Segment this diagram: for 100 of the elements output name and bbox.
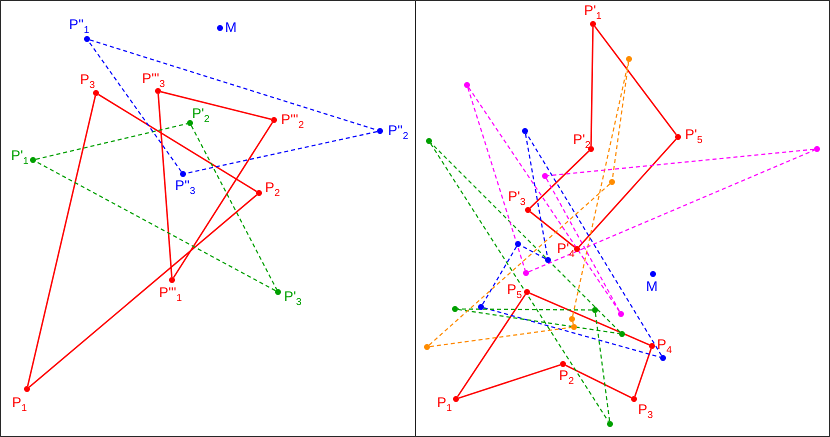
polygon-side <box>157 94 173 278</box>
polygon-side <box>458 364 560 399</box>
point-label: P'$_{5}$ <box>685 127 703 148</box>
polygon-side <box>590 26 594 146</box>
point-marker <box>626 56 632 62</box>
dashed-line <box>35 160 276 292</box>
dashed-line <box>186 131 378 174</box>
point-marker <box>560 361 566 367</box>
point-label: P''$_{3}$ <box>175 178 196 199</box>
dashed-line <box>528 150 814 272</box>
point-marker <box>426 138 432 144</box>
point-marker <box>464 82 470 88</box>
point-label: P$_{3}$ <box>80 72 95 93</box>
dashed-line <box>548 148 814 176</box>
point-marker <box>453 396 459 402</box>
point-label: P'''$_{3}$ <box>142 71 165 92</box>
dashed-line <box>484 307 660 358</box>
point-marker <box>424 344 430 350</box>
point-marker <box>675 134 681 140</box>
point-marker <box>650 271 656 277</box>
point-label: P$_{1}$ <box>437 395 452 416</box>
point-marker <box>515 241 521 247</box>
dashed-line <box>36 123 188 160</box>
point-marker <box>155 88 161 94</box>
point-label: P$_{5}$ <box>507 282 522 303</box>
point-marker <box>609 179 615 185</box>
point-marker <box>84 36 90 42</box>
dashed-line <box>526 133 662 356</box>
dashed-line <box>468 87 620 312</box>
point-marker <box>571 324 577 330</box>
polygon-side <box>565 364 632 398</box>
point-label: P$_{2}$ <box>265 180 280 201</box>
point-marker <box>525 207 531 213</box>
polygon-side <box>529 292 650 346</box>
point-marker <box>545 257 551 263</box>
point-label: M <box>646 279 658 293</box>
point-label: P'''$_{1}$ <box>159 285 182 306</box>
point-marker <box>24 386 30 392</box>
point-marker <box>93 90 99 96</box>
point-label: P''$_{2}$ <box>388 123 408 144</box>
point-marker <box>271 117 277 123</box>
point-marker <box>569 316 575 322</box>
point-label: M <box>225 20 237 34</box>
polygon-side <box>594 26 677 136</box>
point-marker <box>631 396 637 402</box>
dashed-line <box>458 308 592 311</box>
dashed-line <box>430 143 609 422</box>
point-marker <box>478 304 484 310</box>
point-marker <box>275 289 281 295</box>
dashed-line <box>428 184 610 346</box>
point-label: P$_{2}$ <box>559 368 574 389</box>
polygon-side <box>172 122 274 278</box>
polygon-side <box>530 211 576 248</box>
dashed-line <box>430 326 572 348</box>
dashed-line <box>520 244 546 260</box>
point-marker <box>524 289 530 295</box>
polygon-side <box>98 94 257 192</box>
polygon-side <box>26 96 96 386</box>
point-marker <box>649 343 655 349</box>
dashed-line <box>90 39 378 131</box>
point-marker <box>169 277 175 283</box>
point-marker <box>588 146 594 152</box>
dashed-line <box>458 308 620 334</box>
point-marker <box>590 21 596 27</box>
point-marker <box>592 307 598 313</box>
dashed-line <box>190 125 278 290</box>
point-label: P''$_{1}$ <box>69 17 90 38</box>
point-marker <box>660 355 666 361</box>
dashed-line <box>612 62 630 180</box>
dashed-line <box>88 41 182 172</box>
point-marker <box>523 270 529 276</box>
dashed-line <box>430 142 620 332</box>
polygon-side <box>28 194 258 388</box>
dashed-line <box>572 322 574 324</box>
point-marker <box>377 128 383 134</box>
point-marker <box>217 25 223 31</box>
dashed-line <box>546 178 620 312</box>
point-label: P$_{1}$ <box>12 395 27 416</box>
point-label: P'$_{3}$ <box>508 189 526 210</box>
dashed-line <box>594 312 610 422</box>
polygon-side <box>634 348 652 396</box>
point-label: P'$_{1}$ <box>584 3 602 24</box>
point-marker <box>542 173 548 179</box>
dashed-line <box>572 62 629 316</box>
point-label: P'$_{3}$ <box>284 289 302 310</box>
polygon-side <box>578 138 677 248</box>
point-label: P'''$_{2}$ <box>281 112 304 133</box>
point-marker <box>180 171 186 177</box>
point-label: P'$_{1}$ <box>11 148 29 169</box>
point-marker <box>452 306 458 312</box>
point-label: P$_{4}$ <box>657 337 672 358</box>
point-marker <box>522 128 528 134</box>
polygon-side <box>457 294 526 397</box>
polygon-side <box>160 91 272 120</box>
point-marker <box>607 421 613 427</box>
dashed-line <box>482 246 517 305</box>
point-marker <box>619 331 625 337</box>
point-label: P'$_{2}$ <box>192 106 210 127</box>
point-marker <box>256 190 262 196</box>
point-marker <box>30 157 36 163</box>
